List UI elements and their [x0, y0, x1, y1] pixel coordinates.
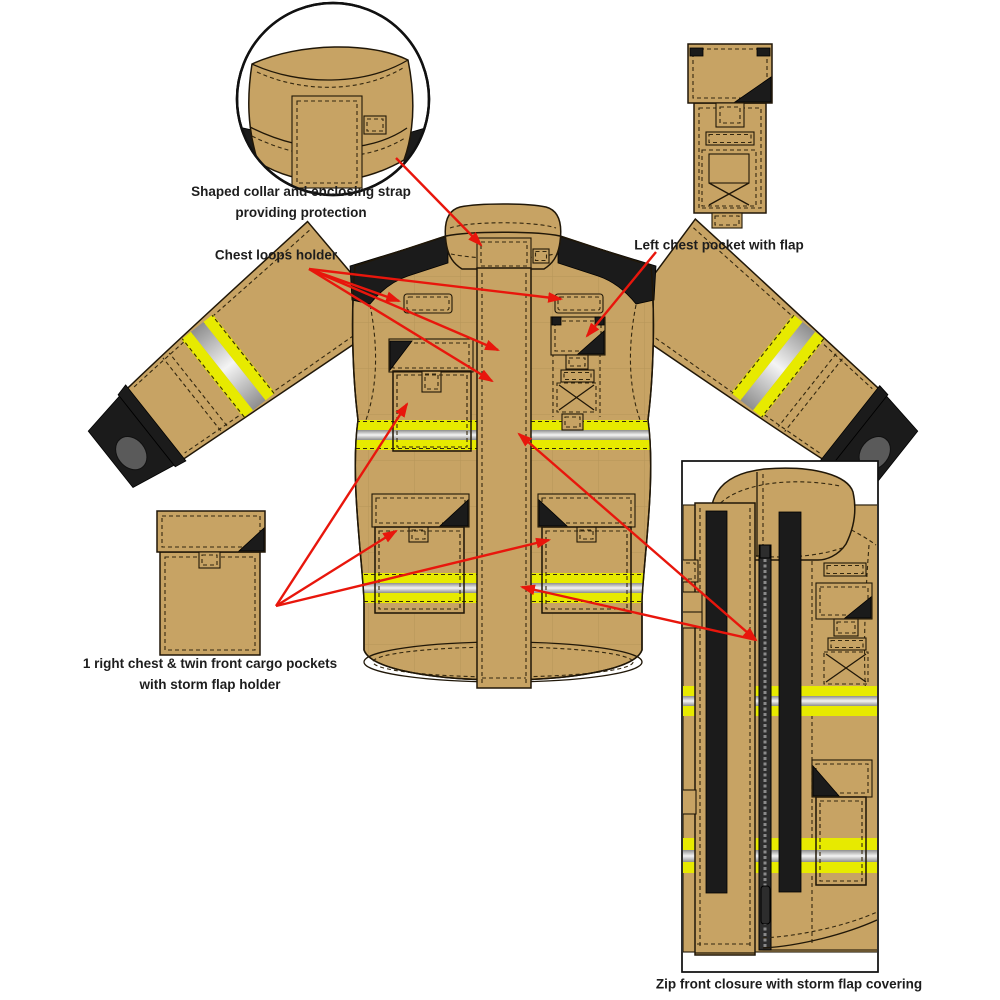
left-chest-pocket-detail	[687, 43, 773, 229]
arrow-collar	[395, 157, 483, 247]
collar-label: Shaped collar and enclosing strap provid…	[191, 182, 411, 224]
zip-label: Zip front closure with storm flap coveri…	[655, 976, 923, 992]
left-sleeve-reflective-band	[181, 314, 275, 418]
cargo-pocket-detail	[156, 510, 266, 656]
collar-label-line1: Shaped collar and enclosing strap	[191, 184, 411, 200]
cargo-pockets-label: 1 right chest & twin front cargo pockets…	[83, 654, 337, 696]
arrow-cargo-right	[275, 537, 552, 608]
cargo-pockets-label-line1: 1 right chest & twin front cargo pockets	[82, 656, 338, 672]
left-sleeve	[87, 220, 392, 489]
collar	[444, 203, 562, 271]
shoulder-yokes	[349, 235, 657, 305]
zip-detail-right-velcro	[778, 511, 802, 893]
arrow-cargo-left	[275, 529, 398, 608]
arrow-placket-loop-lower	[308, 267, 494, 383]
zip-closure-detail	[681, 460, 879, 973]
arrow-zip-upper	[517, 432, 758, 642]
arrow-zip-lower	[519, 584, 757, 642]
front-placket	[476, 267, 532, 689]
collar-strap-tab	[532, 248, 550, 264]
chest-loop-left	[403, 293, 453, 314]
zip-detail-zipper	[758, 544, 772, 951]
chest-loop-right	[554, 293, 604, 314]
collar-detail-tab	[363, 115, 387, 135]
left-chest-pocket-x-patch	[556, 382, 597, 413]
arrow-chest-loop-right	[308, 267, 564, 303]
right-sleeve-reflective-band	[731, 314, 825, 418]
zip-detail-left-velcro	[705, 510, 728, 894]
left-cuff	[87, 384, 187, 489]
collar-strap	[476, 237, 532, 271]
cargo-pockets-label-line2: with storm flap holder	[139, 677, 281, 692]
collar-detail-strap	[291, 95, 363, 189]
arrow-right-chest-pocket	[274, 402, 409, 607]
arrow-left-chest-pocket	[585, 251, 657, 338]
arrow-placket-loop-upper	[308, 267, 500, 352]
collar-label-line2: providing protection	[235, 205, 367, 220]
annotation-arrows	[274, 157, 758, 642]
chest-loops-label: Chest loops holder	[214, 247, 338, 263]
right-sleeve	[617, 217, 919, 489]
collar-detail	[235, 1, 431, 197]
left-chest-pocket-label: Left chest pocket with flap	[634, 237, 804, 253]
